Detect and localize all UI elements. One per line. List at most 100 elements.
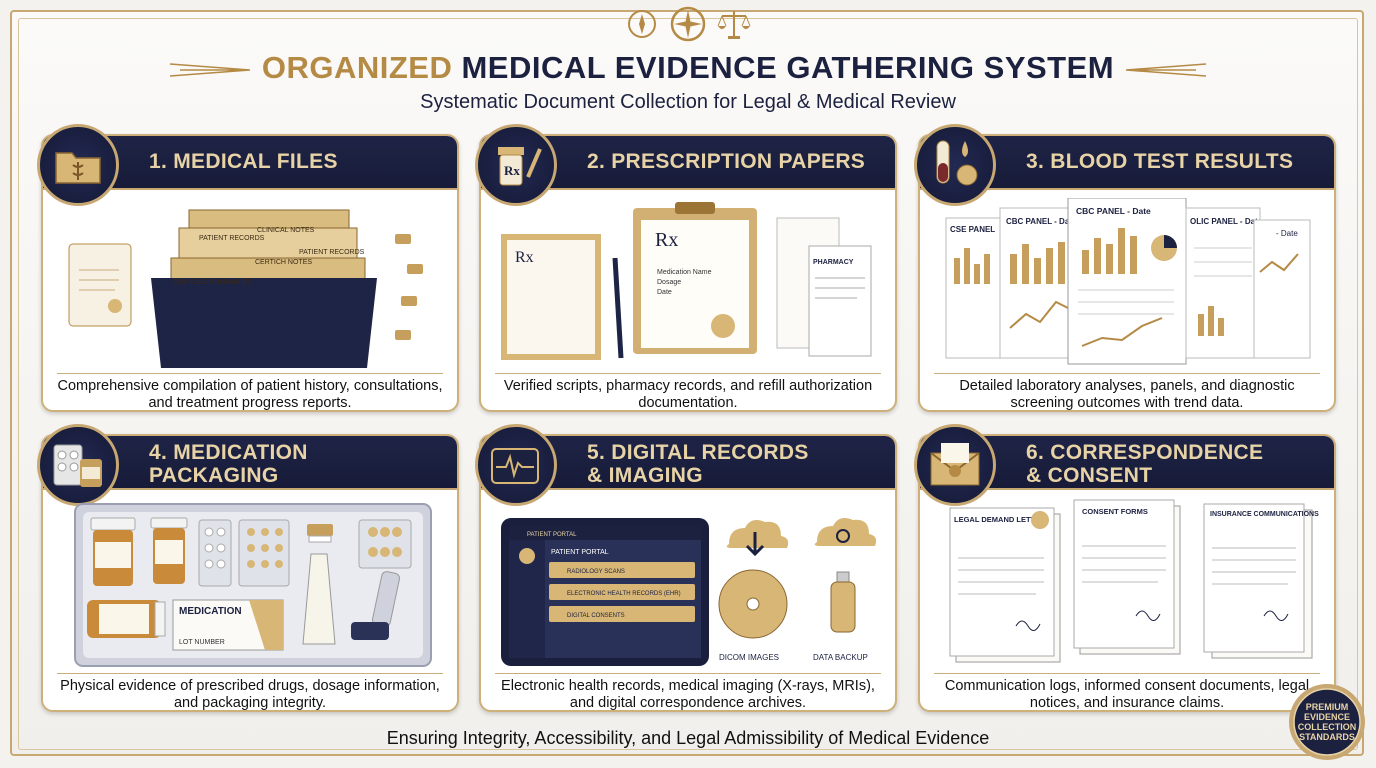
insurance-letters: INSURANCE COMMUNICATIONS: [1203, 503, 1319, 659]
icon-badge: [914, 124, 996, 206]
pill-bottle: [90, 517, 136, 586]
tab-label: CERTICH NOTES: [255, 259, 312, 266]
report-heading: OLIC PANEL - Date: [1190, 217, 1263, 226]
tab-label: CLINICAL NOTES: [257, 227, 315, 234]
card-description: Communication logs, informed consent doc…: [944, 678, 1310, 711]
card-title: 2. PRESCRIPTION PAPERS: [587, 150, 866, 173]
inhaler: [351, 571, 400, 640]
tab-label: PATIENT RECORDS: [199, 235, 265, 242]
pharmacy-label: PHARMACY: [813, 259, 854, 266]
title-main: MEDICAL EVIDENCE GATHERING SYSTEM: [461, 50, 1115, 85]
prescription-illustration: Rx Rx Medication Name Dosage Date PHARMA…: [501, 202, 872, 360]
icon-badge: [37, 124, 119, 206]
cream-tube: [302, 553, 336, 645]
file-box: PATIENT RECORDS CLINICAL NOTES PATIENT R…: [151, 209, 377, 368]
icon-badge: Rx: [475, 124, 557, 206]
pill-blister-icon: [53, 444, 102, 487]
letter-heading: LEGAL DEMAND LETTER: [954, 515, 1046, 524]
card-medical-files: 1. MEDICAL FILES PATIENT RECORDS CLINICA…: [37, 124, 459, 412]
tablet-device: PATIENT PORTAL PATIENT PORTAL RADIOLOGY …: [501, 518, 709, 666]
card-divider: [495, 673, 881, 674]
card-title-line: & IMAGING: [587, 464, 703, 487]
card-divider: [495, 373, 881, 374]
rx-text: Rx: [655, 229, 678, 251]
medication-box: MEDICATION LOT NUMBER: [172, 599, 284, 651]
right-wing-ornament: [1126, 63, 1207, 77]
card-digital-records: 5. DIGITAL RECORDS & IMAGING PATIENT POR…: [475, 424, 897, 712]
report-heading: CSE PANEL: [950, 225, 995, 234]
portal-title: PATIENT PORTAL: [551, 549, 609, 556]
pill-bottle: [150, 517, 188, 584]
seal-badge-icon: [1289, 684, 1365, 760]
report-heading: CBC PANEL - Date: [1006, 217, 1077, 226]
report-sheet: - Date: [1253, 219, 1311, 359]
card-divider: [934, 373, 1320, 374]
title-accent: ORGANIZED: [261, 50, 453, 85]
compass-rose-icon: [670, 6, 706, 42]
portal-row: DIGITAL CONSENTS: [567, 613, 625, 619]
left-wing-ornament: [169, 63, 250, 77]
card-title-line: & CONSENT: [1026, 464, 1153, 487]
portal-header: PATIENT PORTAL: [527, 532, 577, 538]
report-sheet: OLIC PANEL - Date: [1185, 207, 1263, 359]
box-label: MEDICATION: [179, 606, 242, 617]
card-title: 6. CORRESPONDENCE & CONSENT: [1026, 441, 1263, 487]
svg-text:Rx: Rx: [504, 163, 520, 178]
icon-badge: [475, 424, 557, 506]
scales-of-justice-icon: [717, 11, 751, 39]
blister-pack: [358, 519, 412, 569]
top-emblems: [628, 6, 751, 42]
folder-caduceus-icon: [55, 152, 101, 184]
page-subtitle: Systematic Document Collection for Legal…: [420, 91, 956, 113]
tab-label: DOCKNEE SUMMARIES: [173, 279, 252, 286]
cloud-sync-icon: [814, 518, 877, 546]
envelope-seal-icon: [930, 443, 980, 486]
card-description: Electronic health records, medical imagi…: [501, 678, 875, 711]
dicom-label: DICOM IMAGES: [719, 653, 779, 662]
card-title: 5. DIGITAL RECORDS & IMAGING: [587, 441, 809, 487]
lot-number: LOT NUMBER: [179, 639, 225, 646]
card-title: 4. MEDICATION PACKAGING: [149, 441, 308, 487]
card-divider: [934, 673, 1320, 674]
scroll-document: [68, 243, 132, 327]
usb-drive-icon: [830, 571, 856, 633]
consent-forms: CONSENT FORMS: [1073, 499, 1181, 655]
medication-tray-illustration: MEDICATION LOT NUMBER: [74, 503, 432, 667]
card-description: Verified scripts, pharmacy records, and …: [503, 378, 873, 411]
card-correspondence-consent: 6. CORRESPONDENCE & CONSENT LEGAL DEMAND…: [914, 424, 1336, 712]
icon-badge: [914, 424, 996, 506]
pill-bottle: [87, 600, 166, 638]
binder-clips: [395, 234, 423, 340]
dicom-disc-icon: [718, 569, 788, 639]
compass-icon: [628, 10, 656, 38]
digital-records-illustration: PATIENT PORTAL PATIENT PORTAL RADIOLOGY …: [501, 518, 877, 666]
report-sheet-main: CBC PANEL - Date: [1067, 198, 1187, 365]
card-title-line: 6. CORRESPONDENCE: [1026, 441, 1264, 464]
report-heading: - Date: [1276, 229, 1298, 238]
page-title: ORGANIZED MEDICAL EVIDENCE GATHERING SYS…: [0, 50, 1376, 86]
card-divider: [57, 673, 443, 674]
legal-letter: LEGAL DEMAND LETTER: [949, 507, 1061, 663]
prescription-bottle-icon: Rx: [498, 147, 542, 186]
lab-reports-illustration: CSE PANEL CBC PANEL - Date CBC PANEL - D…: [945, 198, 1311, 365]
cloud-download-icon: [726, 520, 789, 557]
card-title: 3. BLOOD TEST RESULTS: [1026, 150, 1294, 173]
card-blood-test-results: 3. BLOOD TEST RESULTS CSE PANEL CBC PANE…: [914, 124, 1336, 412]
blister-pack: [238, 519, 290, 587]
correspondence-illustration: LEGAL DEMAND LETTER CONSENT FORMS INSURA…: [949, 499, 1319, 663]
test-tube-icon: [936, 140, 978, 186]
card-title: 1. MEDICAL FILES: [149, 150, 338, 173]
portal-row: ELECTRONIC HEALTH RECORDS (EHR): [567, 591, 681, 597]
seal-text: PREMIUM EVIDENCE COLLECTION STANDARDS: [1297, 702, 1357, 742]
clipboard: Rx Medication Name Dosage Date: [633, 202, 757, 354]
portal-row: RADIOLOGY SCANS: [567, 569, 625, 575]
card-description: Physical evidence of prescribed drugs, d…: [60, 678, 440, 711]
backup-label: DATA BACKUP: [813, 653, 868, 662]
tablet-heartbeat-icon: [491, 448, 539, 484]
file-box-illustration: PATIENT RECORDS CLINICAL NOTES PATIENT R…: [68, 209, 423, 368]
card-title-line: 4. MEDICATION: [149, 441, 308, 464]
blister-pack: [198, 519, 232, 587]
consent-heading: CONSENT FORMS: [1082, 507, 1148, 516]
rx-field: Date: [657, 289, 672, 296]
rx-certificate: Rx: [501, 234, 601, 360]
